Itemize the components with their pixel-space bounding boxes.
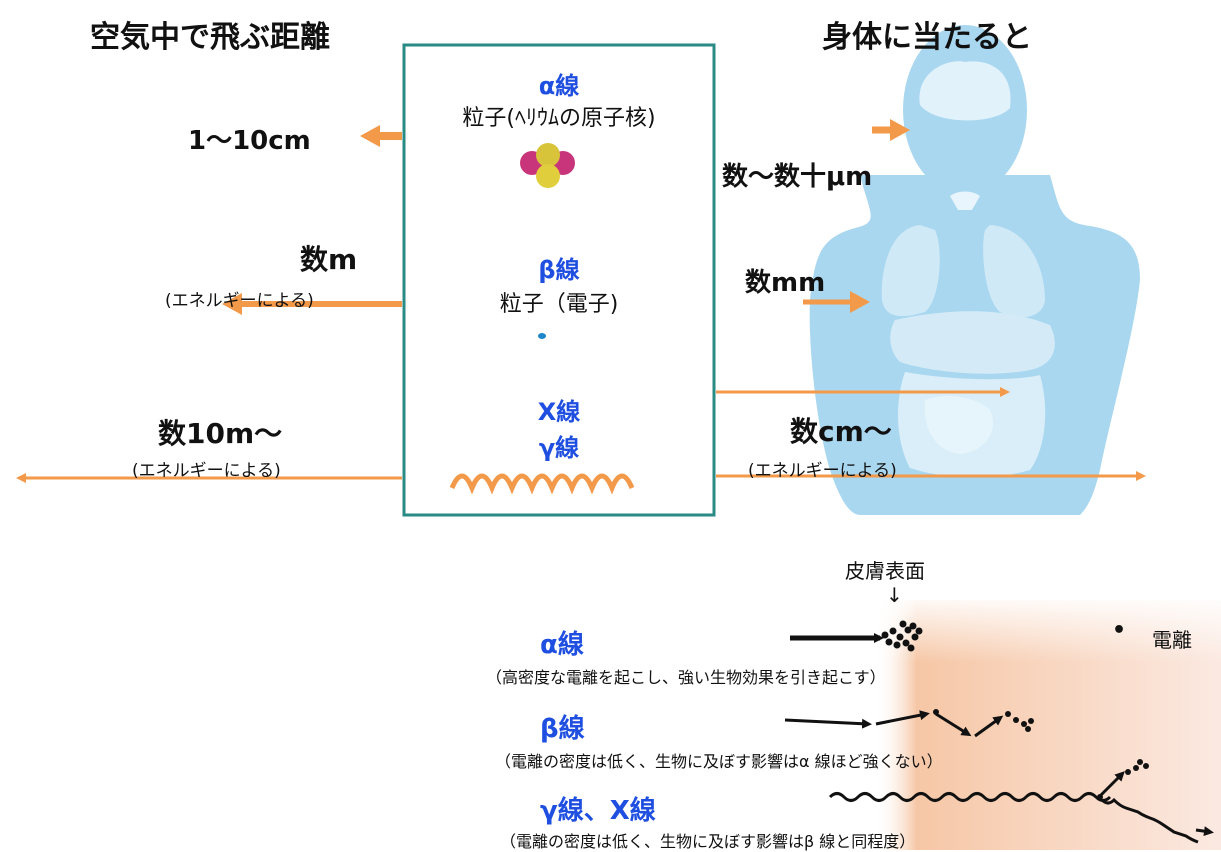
body-impact-heading: 身体に当たると [822,20,1032,55]
radiation-type-box [402,43,716,517]
x-ray-label: X線 [537,398,581,426]
ionization-beta-note: （電離の密度は低く、生物に及ぼす影響はα 線ほど強くない） [495,752,943,771]
skin-arrow-icon: ↓ [886,583,903,607]
air-distance-heading: 空気中で飛ぶ距離 [90,20,330,55]
gamma-air-note: (エネルギーによる) [132,461,281,481]
gamma-body-range: 数cm〜 [790,415,892,448]
ionization-legend-label: 電離 [1152,628,1192,652]
ionization-alpha-note: （高密度な電離を起こし、強い生物効果を引き起こす） [486,668,886,687]
ionization-dot-icon: • [1112,618,1127,643]
alpha-body-range: 数〜数十μm [722,162,873,192]
ionization-gamma-label: γ線、X線 [540,796,656,826]
alpha-description: 粒子(ﾍﾘｳﾑの原子核) [462,106,656,131]
gamma-label: γ線 [538,434,580,462]
beta-air-note: (エネルギーによる) [165,291,314,311]
alpha-ionization-track [790,620,923,652]
gamma-body-note: (エネルギーによる) [748,461,897,481]
electron-icon [538,333,546,339]
beta-description: 粒子（電子) [499,292,619,317]
alpha-air-range: 1〜10cm [188,126,311,156]
helium-nucleus-icon [520,143,575,188]
beta-label: β線 [538,256,580,284]
alpha-label: α線 [538,72,580,100]
beta-body-range: 数mm [745,268,826,298]
ionization-gamma-note: （電離の密度は低く、生物に及ぼす影響はβ 線と同程度） [500,832,916,851]
gamma-air-range: 数10m〜 [158,417,283,450]
gamma-ionization-track [828,759,1214,844]
ionization-alpha-label: α線 [540,630,584,660]
ionization-beta-label: β線 [540,714,585,744]
gamma-wave-icon [449,473,635,495]
skin-surface-label: 皮膚表面 [845,559,925,583]
beta-ionization-track [784,709,1034,738]
human-body-illustration [809,25,1140,515]
beta-air-range: 数m [300,243,358,276]
